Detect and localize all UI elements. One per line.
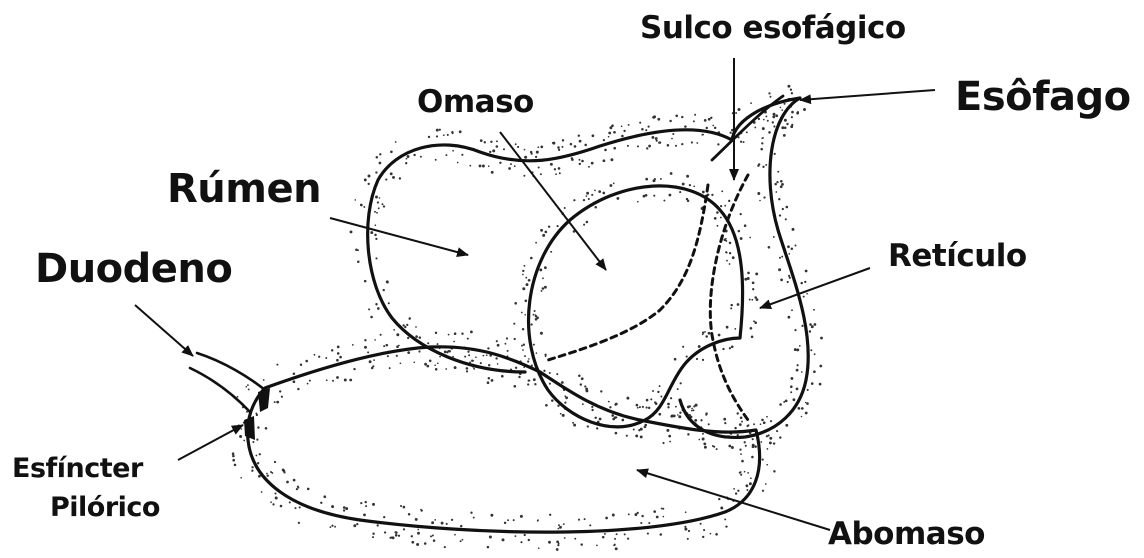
rumen-outline (368, 130, 732, 372)
label-reticulo: Retículo (888, 240, 1027, 273)
sulco-dashed-line (548, 185, 708, 360)
arrow-duodeno (135, 305, 193, 356)
label-omaso: Omaso (417, 86, 534, 119)
label-duodeno: Duodeno (35, 248, 232, 290)
arrow-esofago (800, 90, 935, 100)
arrow-abomaso (637, 470, 830, 530)
pyloric-sphincter-mark-upper (258, 388, 270, 412)
label-abomaso: Abomaso (828, 518, 985, 551)
label-esofago: Esôfago (955, 76, 1131, 118)
arrow-rumen (330, 218, 468, 255)
arrow-omaso (500, 132, 606, 270)
label-pilorico: Pilórico (50, 494, 160, 522)
label-sulco-esofagico: Sulco esofágico (640, 12, 906, 45)
abomaso-outline (248, 347, 760, 532)
arrow-reticulo (760, 268, 870, 308)
label-rumen: Rúmen (167, 168, 321, 210)
pyloric-sphincter-mark-lower (244, 416, 255, 440)
reticulo-outline (680, 98, 808, 437)
label-esfincter: Esfíncter (12, 455, 143, 483)
